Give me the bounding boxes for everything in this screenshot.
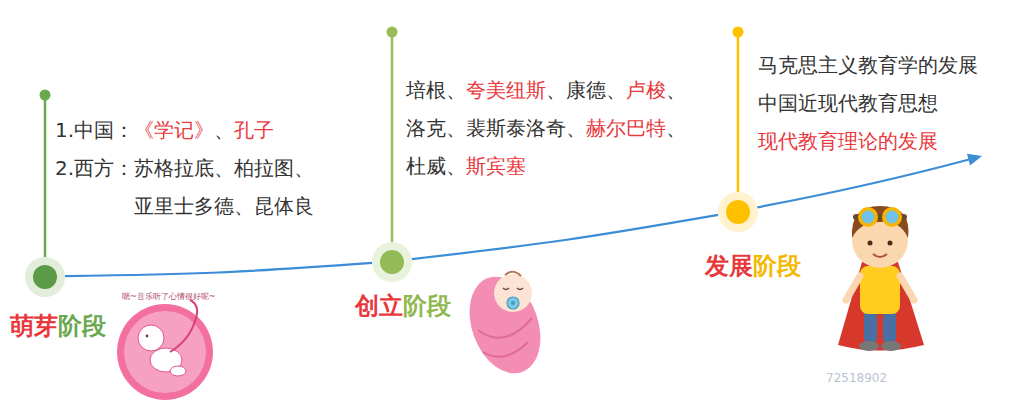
key-name: 孔子 <box>234 118 274 142</box>
stage-name: 阶段 <box>58 312 106 340</box>
stage-name: 阶段 <box>403 292 451 320</box>
content-text: 1.中国：《学记》、孔子 2.西方：苏格拉底、柏拉图、亚里士多德、昆体良 <box>55 111 320 225</box>
name-list: 、 <box>666 116 686 140</box>
key-name: 夸美纽斯 <box>466 78 546 102</box>
stem-connector <box>733 27 744 193</box>
key-name: 《学记》 <box>134 118 214 142</box>
key-name: 斯宾塞 <box>466 154 526 178</box>
stage-name: 萌芽 <box>10 312 58 340</box>
content-text: 马克思主义教育学的发展中国近现代教育思想现代教育理论的发展 <box>758 46 978 160</box>
stage-marker: 创立阶段 <box>372 242 412 282</box>
name-list: 洛克、裴斯泰洛奇、 <box>406 116 586 140</box>
key-name: 赫尔巴特 <box>586 116 666 140</box>
stage-name: 阶段 <box>753 252 801 280</box>
stage-marker: 发展阶段 <box>718 192 758 232</box>
stem-dot <box>387 27 398 38</box>
content-block: 培根、夸美纽斯、康德、卢梭、洛克、裴斯泰洛奇、赫尔巴特、杜威、斯宾塞 <box>392 32 686 185</box>
stage-name: 发展 <box>705 252 753 280</box>
stage-dot-core <box>380 250 404 274</box>
stage-label: 萌芽阶段 <box>10 310 106 342</box>
content-text: 培根、夸美纽斯、康德、卢梭、洛克、裴斯泰洛奇、赫尔巴特、杜威、斯宾塞 <box>406 71 686 185</box>
stage-dot-halo <box>25 257 65 297</box>
timeline-segment <box>412 215 718 259</box>
timeline-curve <box>412 215 718 259</box>
name-list: 、 <box>214 118 234 142</box>
stage-label: 创立阶段 <box>355 290 451 322</box>
stage-dot-halo <box>718 192 758 232</box>
name-list: 1.中国： <box>55 118 134 142</box>
superhero-kid-illustration <box>838 206 924 351</box>
name-list: 、康德、 <box>546 78 626 102</box>
timeline-arrowhead <box>967 154 982 166</box>
stage-dot <box>372 242 412 282</box>
content-block: 马克思主义教育学的发展中国近现代教育思想现代教育理论的发展 <box>738 32 978 160</box>
stage-dot <box>718 192 758 232</box>
stage-marker: 萌芽阶段 <box>25 257 65 297</box>
name-list: 马克思主义教育学的发展 <box>758 53 978 77</box>
name-list: 杜威、 <box>406 154 466 178</box>
watermark: 72518902 <box>826 371 887 385</box>
name-list: 中国近现代教育思想 <box>758 91 938 115</box>
stage-label: 发展阶段 <box>705 250 801 282</box>
timeline-segment <box>65 263 372 276</box>
speech-note: 嗯~音乐听了心情很好呢~ <box>122 291 215 302</box>
stage-dot-halo <box>372 242 412 282</box>
name-list: 、 <box>666 78 686 102</box>
key-name: 现代教育理论的发展 <box>758 129 938 153</box>
stem-dot <box>40 90 51 101</box>
timeline-arrow-line <box>757 160 969 208</box>
stem-line <box>737 32 740 192</box>
stem-line <box>391 32 394 242</box>
name-list: 培根、 <box>406 78 466 102</box>
content-block: 1.中国：《学记》、孔子 2.西方：苏格拉底、柏拉图、亚里士多德、昆体良 <box>45 95 320 225</box>
stem-connector <box>40 90 51 258</box>
stem-connector <box>387 27 398 243</box>
name-list: 苏格拉底、柏拉图、亚里士多德、昆体良 <box>134 149 320 225</box>
fetus-illustration <box>117 300 213 400</box>
baby-illustration <box>457 267 553 384</box>
name-list: 2.西方： <box>55 156 134 180</box>
stem-dot <box>733 27 744 38</box>
key-name: 卢梭 <box>626 78 666 102</box>
stage-dot <box>25 257 65 297</box>
timeline-curve <box>65 263 372 276</box>
stem-line <box>44 95 47 257</box>
stage-name: 创立 <box>355 292 403 320</box>
stage-dot-core <box>33 265 57 289</box>
stage-dot-core <box>726 200 750 224</box>
